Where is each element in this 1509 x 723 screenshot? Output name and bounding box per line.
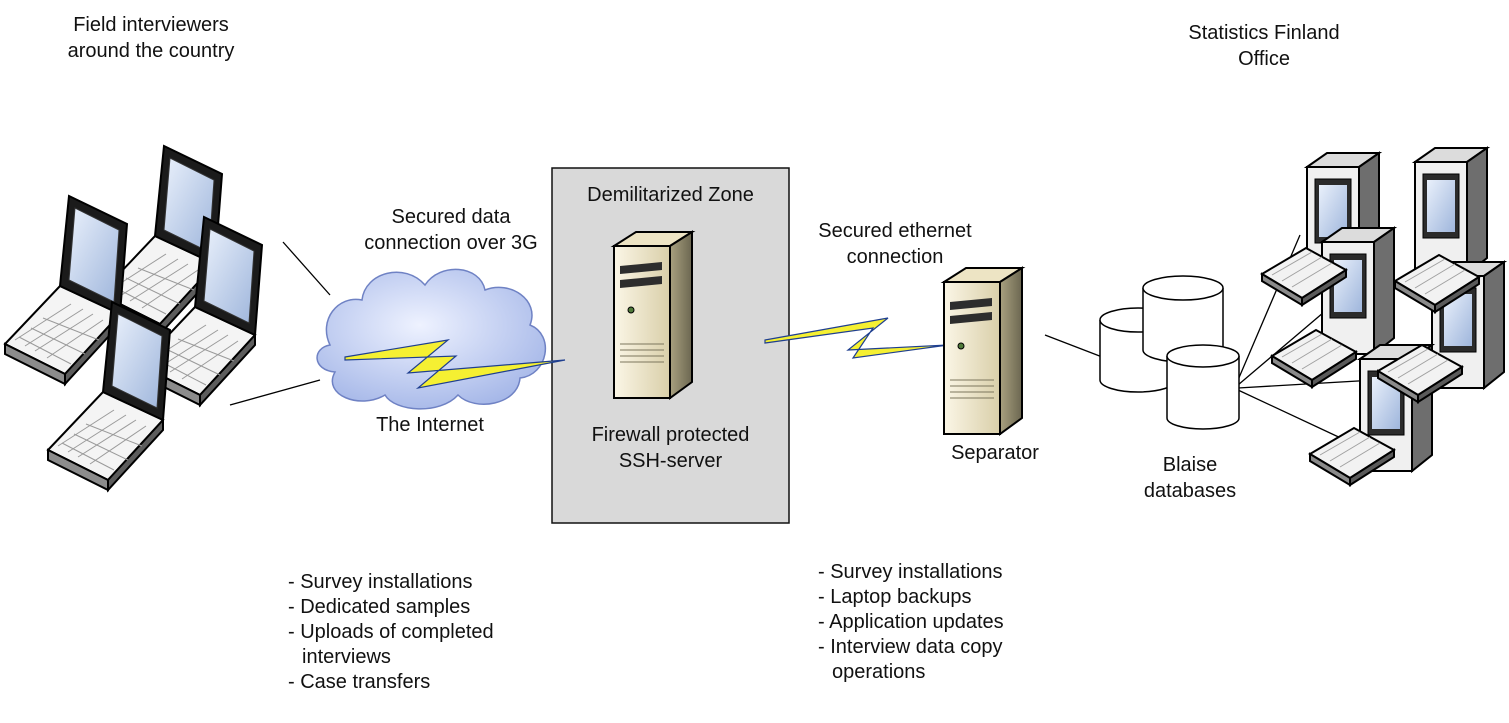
databases-to-pcs-4 (1237, 389, 1346, 441)
field-interviewers-label: Field interviewers around the country (67, 14, 235, 62)
list-item: - Interview data copy (818, 636, 1003, 658)
internet-transfers-list: - Survey installations - Dedicated sampl… (288, 570, 494, 695)
separator-server-icon (943, 267, 1023, 435)
list-item: - Laptop backups (818, 586, 972, 608)
list-item: - Survey installations (818, 561, 1003, 583)
lightning-ethernet-icon (764, 317, 949, 359)
list-item: - Application updates (818, 611, 1004, 633)
workstation-icon-1 (1414, 147, 1488, 275)
secured-3g-label: Secured data connection over 3G (364, 206, 538, 254)
ethernet-operations-list: - Survey installations - Laptop backups … (818, 560, 1004, 685)
list-item: - Uploads of completed (288, 621, 494, 643)
internet-label: The Internet (376, 414, 484, 436)
dmz-title: Demilitarized Zone (587, 184, 754, 206)
list-item: - Dedicated samples (288, 596, 471, 618)
laptops-to-internet-lower (229, 379, 321, 406)
blaise-databases-label: Blaise databases (1143, 454, 1237, 502)
database-icon-3 (1166, 344, 1240, 430)
separator-to-databases (1044, 334, 1111, 361)
cloud-icon (316, 268, 547, 410)
secured-ethernet-label: Secured ethernet connection (818, 220, 972, 268)
list-item-continuation: interviews (302, 646, 391, 668)
database-icon-2 (1142, 275, 1224, 363)
statistics-office-label: Statistics Finland Office (1188, 22, 1340, 70)
ssh-server-icon (613, 231, 693, 399)
office-computers (1261, 147, 1505, 486)
list-item: - Case transfers (288, 671, 431, 693)
laptops-to-internet-upper (282, 241, 331, 296)
laptop-icons (4, 145, 263, 491)
lightning-3g-icon (344, 339, 566, 390)
separator-label: Separator (951, 442, 1039, 464)
list-item: - Survey installations (288, 571, 473, 593)
workstation-icon-4 (1321, 227, 1395, 355)
list-item-continuation: operations (832, 661, 926, 683)
database-icons (1099, 275, 1240, 430)
ssh-server-label: Firewall protected SSH-server (591, 424, 750, 472)
